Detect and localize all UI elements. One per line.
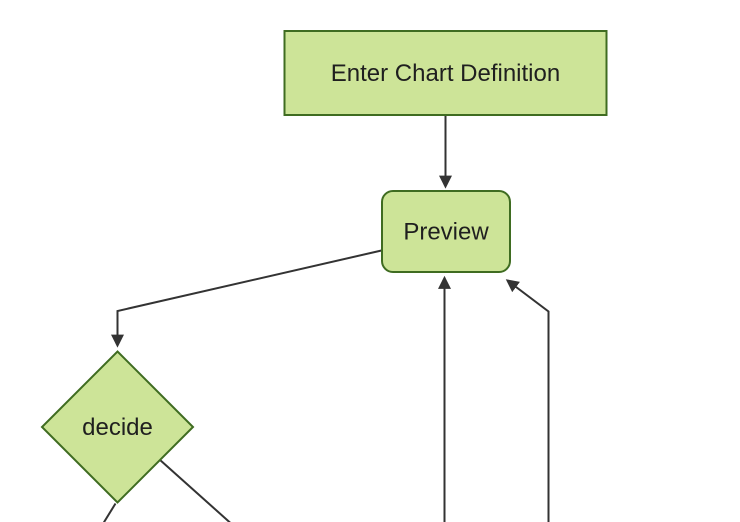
node-decide: decide	[40, 350, 195, 504]
node-decide-shape	[40, 350, 195, 504]
node-enter-chart-definition-shape	[283, 30, 608, 116]
node-preview-shape	[381, 190, 511, 273]
edge-preview-to-decide	[111, 249, 382, 348]
node-preview: Preview	[381, 190, 511, 273]
node-enter-chart-definition-label: Enter Chart Definition	[331, 60, 560, 87]
edge-offscreen-bottom-right-to-preview	[505, 279, 550, 522]
node-preview-label: Preview	[403, 219, 489, 246]
node-decide-label: decide	[82, 414, 153, 441]
edge-decide-to-offscreen-bottom-left	[102, 502, 117, 522]
edge-decide-to-offscreen-bottom	[158, 458, 231, 522]
node-enter-chart-definition: Enter Chart Definition	[283, 30, 608, 116]
